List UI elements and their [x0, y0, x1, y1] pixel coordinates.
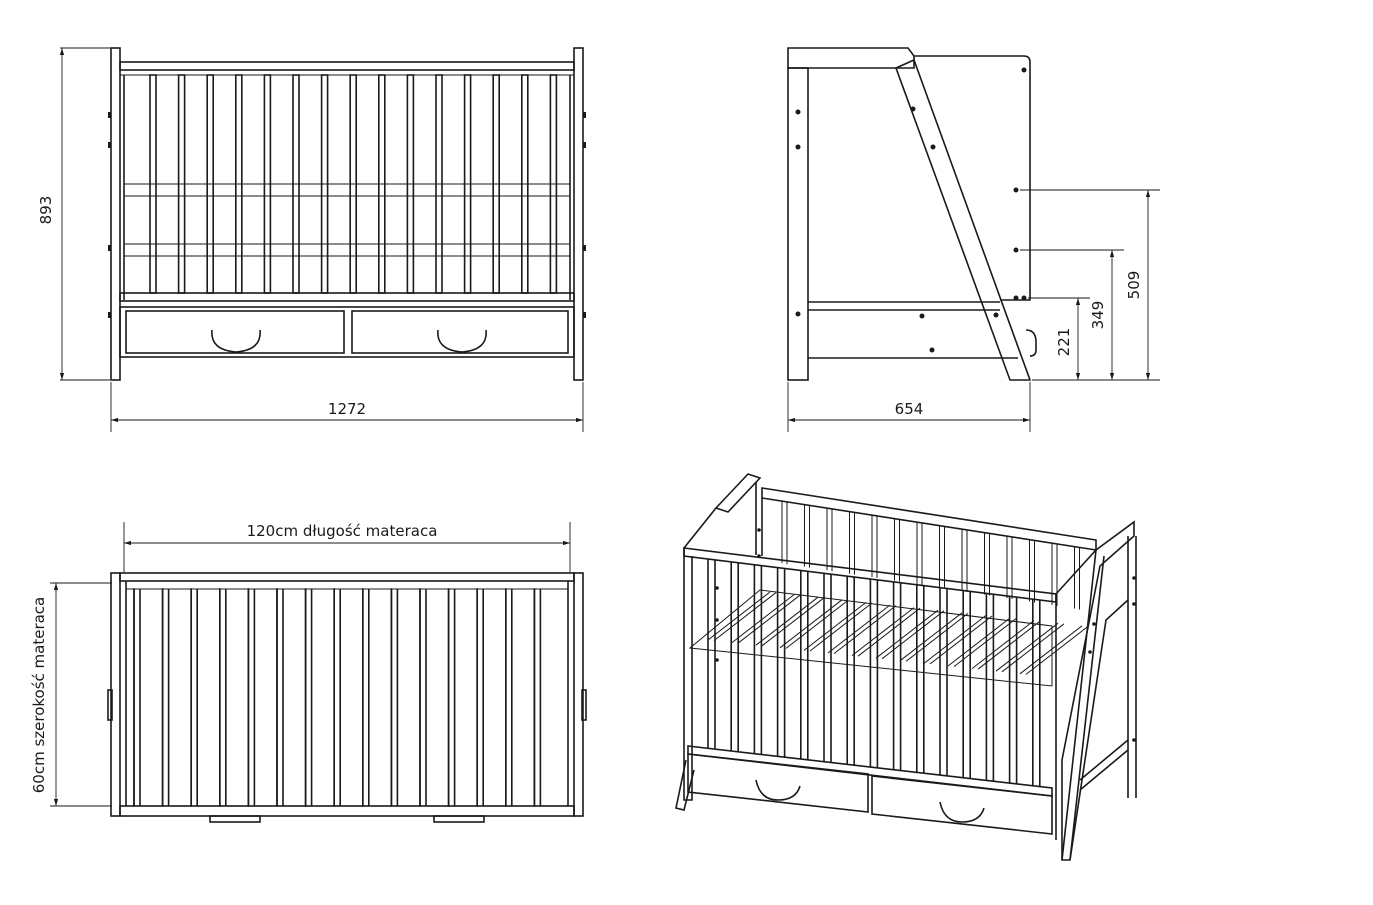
persp-base-bar	[714, 593, 776, 641]
persp-base-bar	[852, 608, 914, 656]
persp-base-bar	[828, 605, 890, 653]
side-top-cap	[788, 48, 914, 68]
top-handle-right	[434, 816, 484, 822]
persp-base-bar	[996, 623, 1058, 671]
dim-mattress-length: 120cm długość materaca	[247, 522, 438, 540]
persp-base-bar	[762, 598, 824, 646]
persp-back-left-cap	[716, 474, 760, 512]
dim-front-width: 1272	[328, 400, 366, 418]
top-slats	[134, 589, 540, 806]
side-view: 509 349 221 654	[788, 48, 1160, 432]
top-view: 120cm długość materaca 60cm szerokość ma…	[30, 522, 586, 822]
front-bolts	[108, 112, 586, 318]
dim-side-width: 654	[895, 400, 924, 418]
persp-back-top-rail	[762, 488, 1096, 550]
front-base-rail	[120, 293, 574, 301]
persp-base-bar	[834, 606, 896, 654]
persp-base-bar	[924, 615, 986, 663]
drawer-handle-right	[438, 330, 486, 352]
dim-front-height: 893	[37, 196, 55, 225]
persp-drawer-handle-right	[940, 802, 984, 822]
dim-mattress-width: 60cm szerokość materaca	[30, 597, 48, 794]
drawer-right	[352, 311, 568, 353]
persp-drawer-handle-left	[756, 780, 800, 800]
front-left-post	[111, 48, 120, 380]
side-front-post	[788, 68, 808, 380]
side-back-panel	[914, 56, 1030, 300]
persp-base-bar	[1026, 626, 1088, 674]
drawer-frame	[120, 307, 574, 357]
persp-base-bar	[780, 600, 842, 648]
persp-base-bar	[858, 608, 920, 656]
persp-base-bar	[756, 597, 818, 645]
side-diagonal-leg	[896, 60, 1030, 380]
top-handle-left	[210, 816, 260, 822]
side-drawer-handle	[1026, 330, 1036, 356]
front-top-rail	[120, 62, 574, 70]
front-view: 893 1272	[37, 48, 586, 432]
persp-base-bar	[786, 600, 848, 648]
persp-base-bar	[810, 603, 872, 651]
persp-base-bar	[906, 613, 968, 661]
persp-back-slats	[782, 501, 1080, 609]
persp-base-bar	[876, 610, 938, 658]
persp-base-bar	[882, 611, 944, 659]
persp-drawer-left	[688, 754, 868, 812]
dim-side-509: 509	[1125, 271, 1143, 300]
perspective-view	[676, 474, 1136, 860]
drawer-handle-left	[212, 330, 260, 352]
dim-side-221: 221	[1055, 328, 1073, 357]
persp-base-bar	[1020, 626, 1082, 674]
persp-base-bars	[708, 592, 1088, 674]
persp-base-bar	[948, 618, 1010, 666]
persp-base-bar	[900, 613, 962, 661]
front-right-post	[574, 48, 583, 380]
persp-base-bar	[804, 602, 866, 650]
persp-base-bar	[972, 621, 1034, 669]
drawer-left	[126, 311, 344, 353]
persp-base-bar	[738, 595, 800, 643]
dim-side-349: 349	[1089, 301, 1107, 330]
